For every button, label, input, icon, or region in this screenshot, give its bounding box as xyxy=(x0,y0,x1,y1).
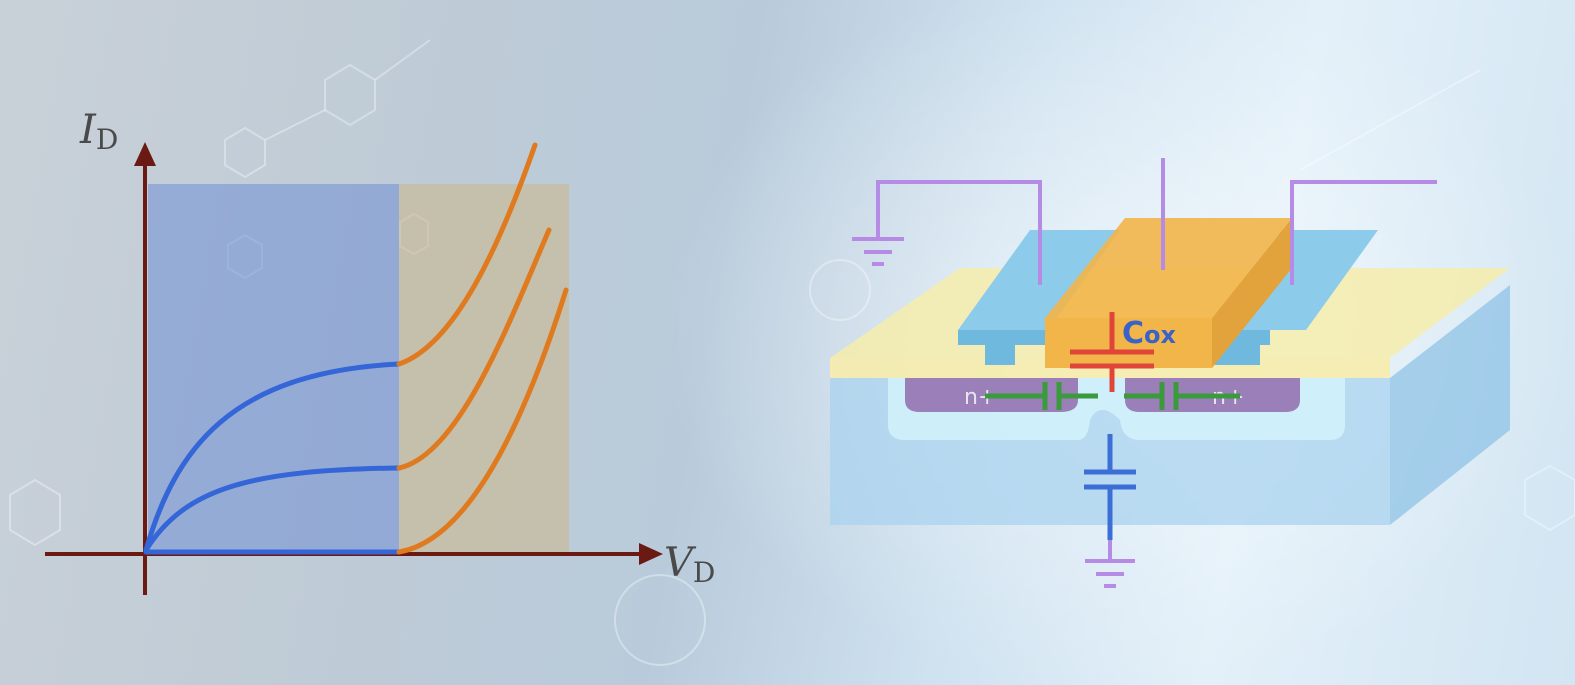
curve-low-saturation xyxy=(396,287,569,555)
gate-front xyxy=(1045,318,1212,368)
gate-top xyxy=(1045,218,1292,318)
substrate-side xyxy=(1390,285,1510,525)
y-axis-label: ID xyxy=(79,107,118,156)
x-axis-label: VD xyxy=(664,540,715,589)
source-wire xyxy=(876,180,1042,285)
source-ground-icon xyxy=(852,237,904,266)
drain-wire xyxy=(1290,180,1437,285)
curve-high-linear xyxy=(143,361,402,553)
mosfet-diagram: n+ n+ xyxy=(830,158,1510,588)
oxide-capacitor-icon xyxy=(1070,312,1154,392)
substrate-ground-icon xyxy=(1085,559,1135,588)
source-overlap-capacitor-icon xyxy=(985,382,1098,410)
drain-overlap-capacitor-icon xyxy=(1124,382,1240,410)
x-axis-arrow-icon xyxy=(639,543,663,565)
curve-high-saturation xyxy=(396,142,538,367)
curve-mid-linear xyxy=(143,465,402,553)
gate-side xyxy=(1212,218,1292,368)
oxide-capacitance-label: Cox xyxy=(1122,316,1177,351)
source-contact-front xyxy=(958,330,1048,365)
curve-mid-saturation xyxy=(396,227,552,471)
y-axis-arrow-icon xyxy=(134,142,156,166)
iv-characteristic-graph: ID VD xyxy=(45,107,715,595)
depletion-capacitor-icon xyxy=(1084,434,1136,540)
